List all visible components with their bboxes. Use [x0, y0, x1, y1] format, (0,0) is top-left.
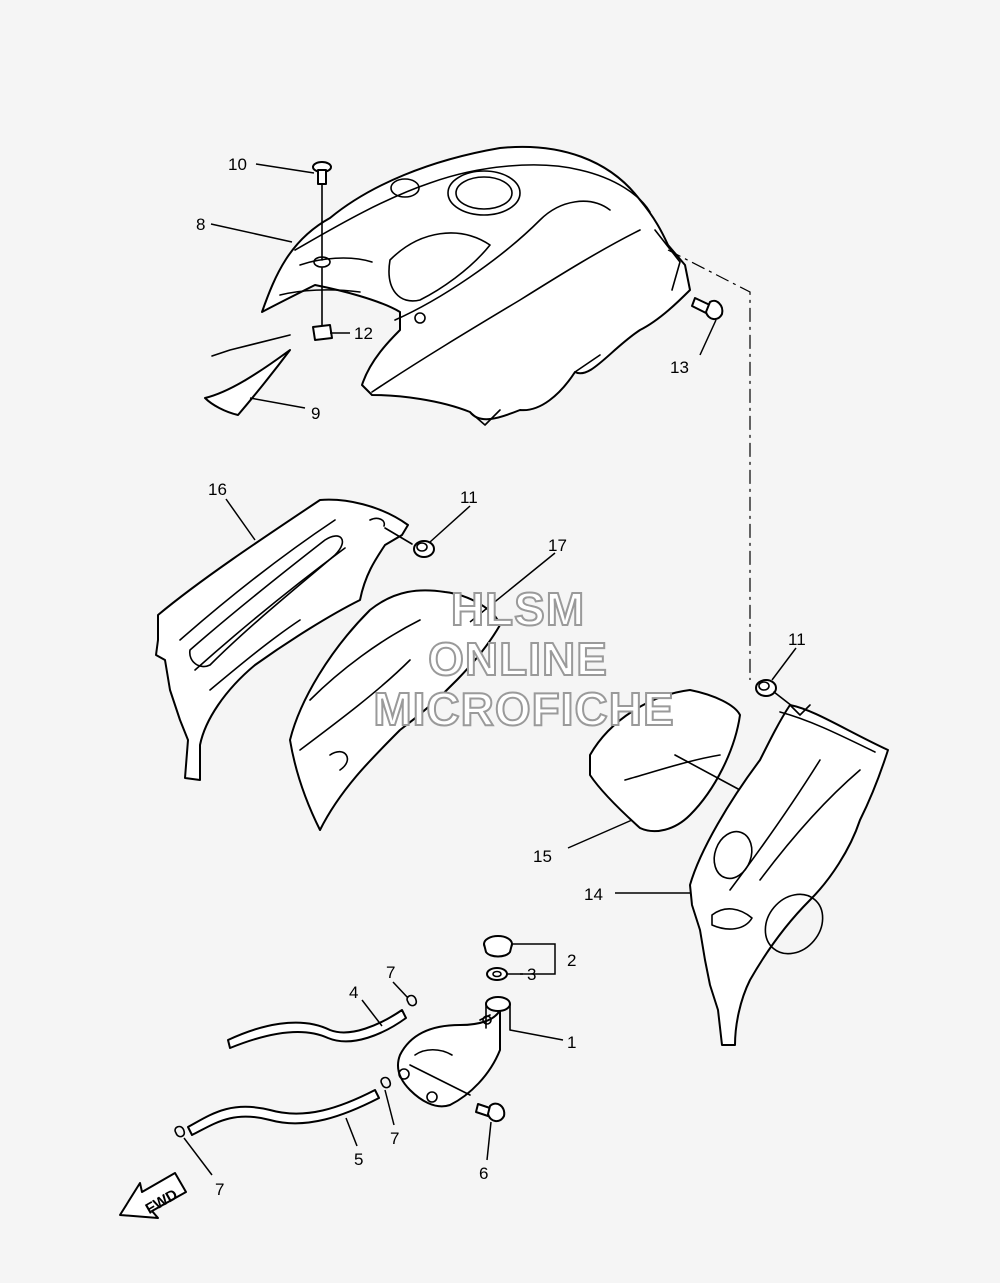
watermark-line-1: HLSM	[451, 583, 585, 635]
part-14-right-panel	[689, 704, 889, 1046]
callout-7-top: 7	[386, 963, 395, 982]
callout-9: 9	[311, 404, 320, 423]
watermark-line-3: MICROFICHE	[373, 683, 674, 735]
part-2-cap	[483, 935, 513, 958]
leader-lines	[183, 163, 797, 1176]
callout-6: 6	[479, 1164, 488, 1183]
callout-10: 10	[228, 155, 247, 174]
part-13-bolt	[691, 297, 724, 320]
part-4-hose	[227, 1009, 407, 1049]
callout-14: 14	[584, 885, 603, 904]
part-9-decal	[204, 334, 291, 416]
assembly-line	[667, 249, 751, 680]
part-11-grommet-left	[384, 527, 435, 558]
callout-16: 16	[208, 480, 227, 499]
part-16-left-panel	[155, 498, 409, 781]
callout-1: 1	[567, 1033, 576, 1052]
callout-12: 12	[354, 324, 373, 343]
fwd-arrow-icon: FWD	[119, 1172, 187, 1219]
callout-11-left: 11	[460, 488, 478, 507]
part-5-hose	[187, 1089, 380, 1136]
part-3-washer	[486, 967, 508, 981]
callout-7-middle: 7	[390, 1129, 399, 1148]
callout-2: 2	[567, 951, 576, 970]
part-7-clamp-left	[174, 1125, 186, 1138]
callout-13: 13	[670, 358, 689, 377]
part-8-tank-cover	[261, 145, 691, 426]
callout-labels: 10 8 12 9 13 16 11 17 11 15 14 2 3 7 4 1…	[196, 155, 806, 1199]
part-7-clamp-middle	[380, 1076, 392, 1089]
callout-3: 3	[527, 965, 536, 984]
callout-8: 8	[196, 215, 205, 234]
part-7-clamp-top	[406, 994, 418, 1007]
watermark: HLSM ONLINE MICROFICHE	[372, 582, 674, 736]
part-17-left-decal	[289, 589, 501, 831]
part-6-bolt	[475, 1102, 506, 1122]
part-1-reservoir-tank	[397, 996, 511, 1108]
callout-11-right: 11	[788, 630, 806, 649]
callout-7-left: 7	[215, 1180, 224, 1199]
callout-4: 4	[349, 983, 358, 1002]
callout-5: 5	[354, 1150, 363, 1169]
part-10-screw	[312, 161, 332, 268]
callout-17: 17	[548, 536, 567, 555]
part-12-nut	[312, 267, 333, 341]
callout-15: 15	[533, 847, 552, 866]
part-11-grommet-right	[755, 679, 793, 707]
watermark-line-2: ONLINE	[428, 633, 608, 685]
part-15-right-decal	[589, 689, 741, 833]
